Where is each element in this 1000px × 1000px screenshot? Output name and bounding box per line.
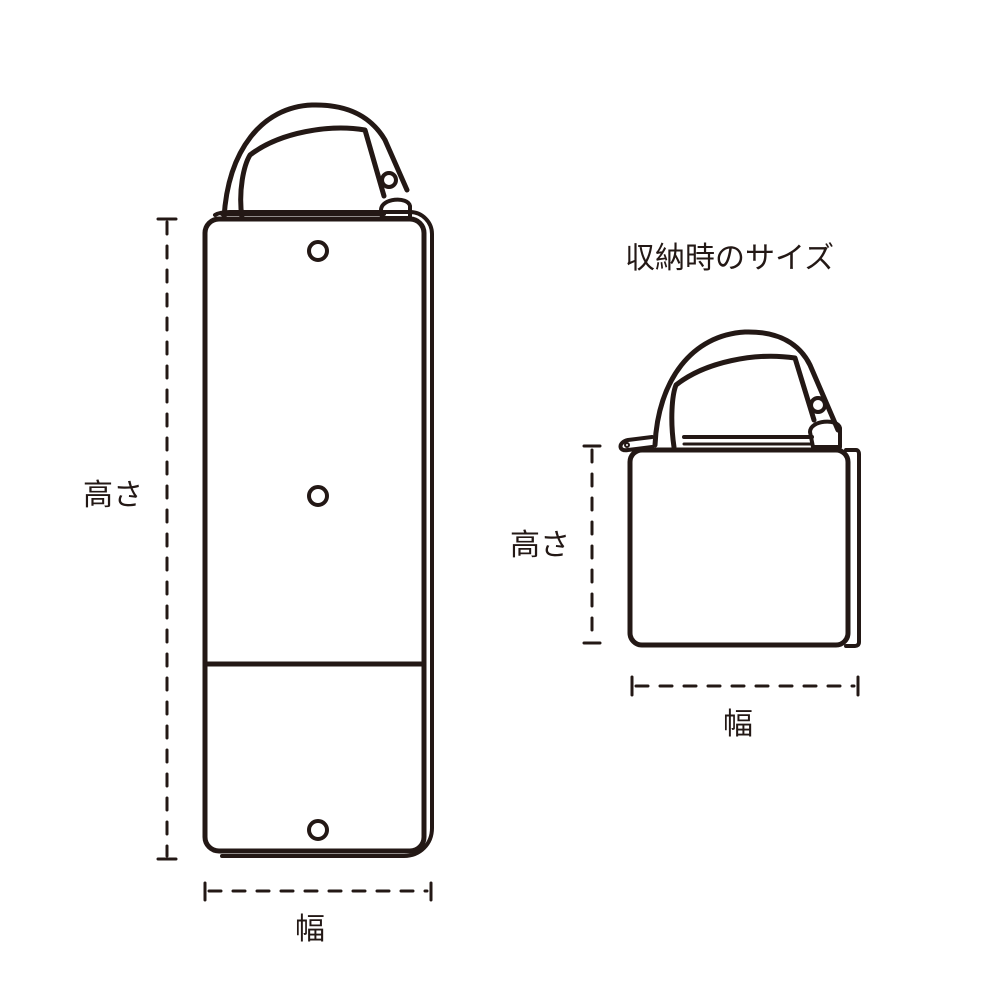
open-bag-width-dimension: [203, 881, 433, 902]
folded-bag-height-dimension: [582, 444, 602, 645]
open-bag-height-label: 高さ: [83, 478, 143, 513]
open-bag-width-label: 幅: [295, 912, 325, 947]
open-bag-height-dimension: [156, 217, 178, 861]
folded-bag-height-label: 高さ: [510, 528, 570, 563]
folded-bag-width-dimension: [630, 675, 860, 697]
folded-bag-illustration: [618, 329, 861, 648]
storage-size-title: 収納時のサイズ: [625, 241, 835, 276]
folded-bag-width-label: 幅: [723, 707, 753, 742]
open-bag-illustration: [202, 102, 434, 858]
